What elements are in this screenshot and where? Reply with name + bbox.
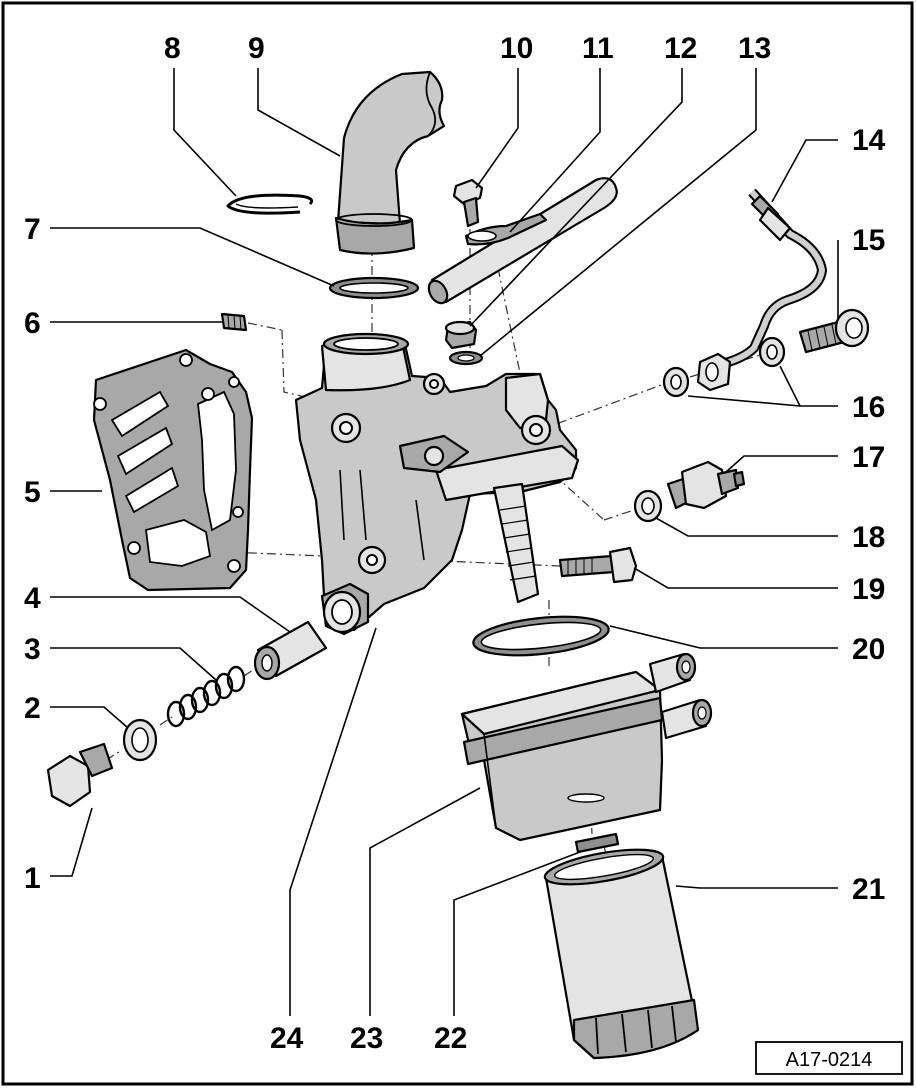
- oil-cooler-part-23: [460, 652, 713, 842]
- oil-filter-part-21: [543, 848, 700, 1060]
- callout-23: 23: [350, 1022, 383, 1055]
- plug-part-1: [46, 742, 114, 808]
- callout-16: 16: [852, 391, 885, 424]
- callout-2: 2: [24, 692, 41, 725]
- pressure-switch-part-17: [666, 460, 746, 510]
- callout-1: 1: [24, 862, 41, 895]
- callout-22: 22: [434, 1022, 467, 1055]
- o-ring-part-7: [328, 276, 420, 300]
- pipe-elbow-part-9: [334, 70, 446, 255]
- callout-11: 11: [582, 32, 614, 65]
- o-ring-part-20: [472, 615, 610, 657]
- reference-code-box: A17-0214: [755, 1041, 903, 1075]
- reference-code: A17-0214: [786, 1049, 873, 1071]
- washers-part-16: [662, 336, 786, 398]
- piston-part-4: [253, 620, 328, 681]
- seal-part-18: [633, 489, 663, 523]
- pipe-line-part-14: [696, 188, 827, 392]
- callout-4: 4: [24, 582, 41, 615]
- hose-part-11: [427, 177, 618, 305]
- callout-24: 24: [270, 1022, 304, 1055]
- callout-labels: 1 2 3 4 5 6 7 8 9 10 11 12 13 14 15 16 1…: [24, 32, 886, 1055]
- banjo-bolt-part-15: [798, 308, 870, 354]
- plug-part-12: [444, 320, 478, 350]
- callout-14: 14: [852, 124, 886, 157]
- callout-17: 17: [852, 441, 885, 474]
- callout-18: 18: [852, 521, 885, 554]
- filter-bracket-part-24: [294, 332, 580, 636]
- callout-9: 9: [248, 32, 265, 65]
- callout-12: 12: [664, 32, 697, 65]
- spring-part-3: [166, 665, 246, 728]
- callout-13: 13: [738, 32, 771, 65]
- callout-20: 20: [852, 633, 885, 666]
- bolt-part-10: [452, 178, 484, 228]
- leader-lines: [50, 68, 839, 1016]
- callout-10: 10: [500, 32, 533, 65]
- callout-6: 6: [24, 307, 41, 340]
- callout-7: 7: [24, 213, 41, 246]
- callout-15: 15: [852, 224, 885, 257]
- callout-3: 3: [24, 633, 41, 666]
- callout-21: 21: [852, 873, 885, 906]
- seal-ring-part-2: [122, 718, 158, 762]
- seal-part-22: [574, 832, 620, 854]
- callout-19: 19: [852, 573, 885, 606]
- set-screw-part-6: [220, 312, 248, 332]
- bolt-part-19: [558, 546, 638, 584]
- callout-8: 8: [164, 32, 181, 65]
- callout-5: 5: [24, 476, 41, 509]
- clip-part-8: [226, 193, 314, 215]
- gasket-part-5: [92, 348, 254, 592]
- seal-ring-part-13: [448, 350, 484, 366]
